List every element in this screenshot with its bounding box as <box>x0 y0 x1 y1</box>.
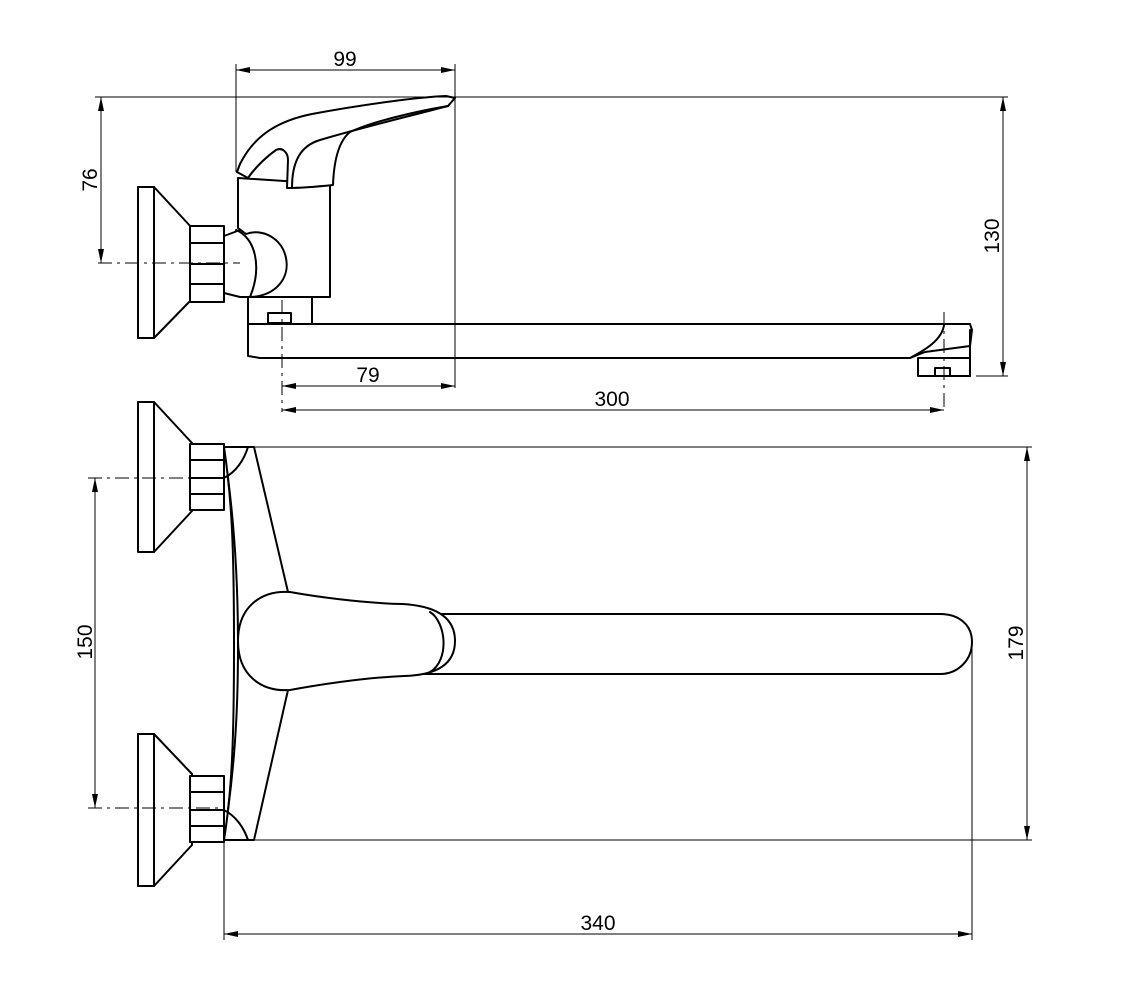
top-lower-hex-nut <box>189 775 225 843</box>
dimension-label-76: 76 <box>79 168 102 191</box>
top-view <box>137 401 973 887</box>
dimension-spout-offset: 79 <box>282 364 455 389</box>
side-lever-handle <box>236 95 456 189</box>
side-view <box>137 95 973 377</box>
dimension-label-99: 99 <box>333 48 356 71</box>
side-spout <box>247 323 973 359</box>
dimension-inlet-spacing: 150 <box>74 478 98 808</box>
top-spout <box>419 613 973 675</box>
dimension-label-300: 300 <box>594 388 629 411</box>
dimension-label-179: 179 <box>1005 625 1028 660</box>
dimension-handle-length: 99 <box>235 48 456 388</box>
dimension-total-width: 179 <box>254 446 1032 841</box>
dimension-label-150: 150 <box>74 624 97 659</box>
dimension-label-79: 79 <box>356 364 379 387</box>
top-lever-handle <box>237 590 456 692</box>
top-upper-hex-nut <box>189 443 225 511</box>
top-upper-wall-flange <box>137 401 193 553</box>
dimension-label-340: 340 <box>580 912 615 935</box>
dimension-handle-height: 76 <box>79 97 104 263</box>
top-lower-wall-flange <box>137 733 193 887</box>
dimension-spout-reach: 300 <box>282 388 944 413</box>
dimension-label-130: 130 <box>981 218 1004 253</box>
dimension-total-length: 340 <box>223 648 973 940</box>
dimension-total-height: 130 <box>976 97 1008 377</box>
side-hex-nut <box>189 225 225 303</box>
